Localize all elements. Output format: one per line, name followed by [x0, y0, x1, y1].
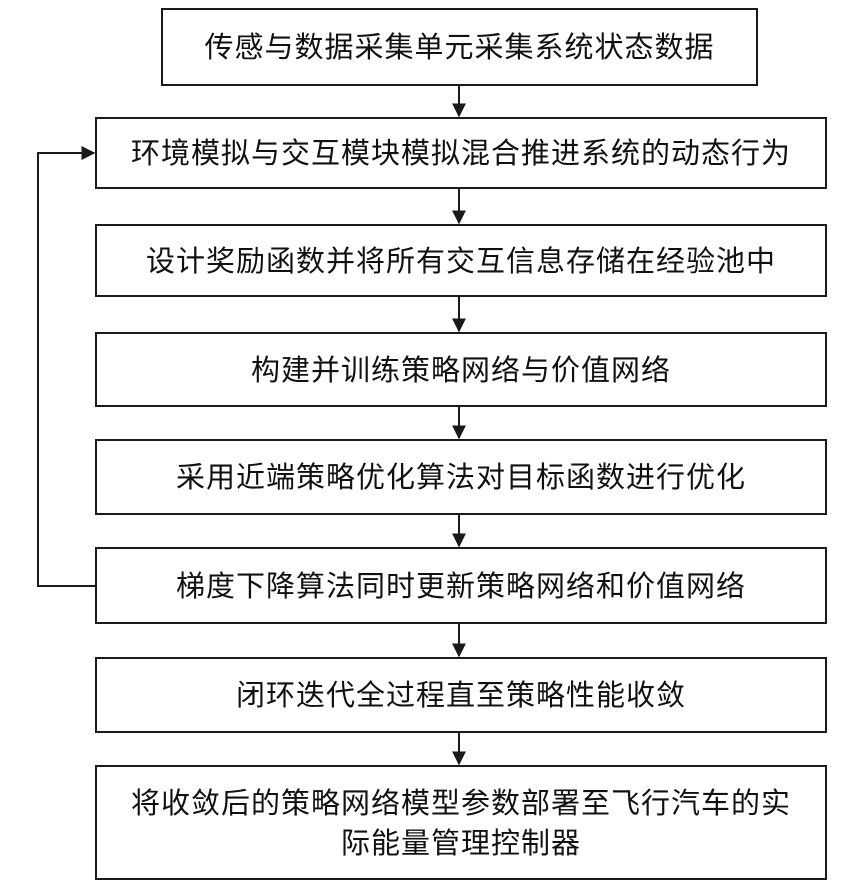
step-2-text: 环境模拟与交互模块模拟混合推进系统的动态行为	[131, 133, 791, 173]
feedback-loop-arrow	[38, 153, 95, 586]
step-4-text: 构建并训练策略网络与价值网络	[251, 350, 671, 390]
step-simulate-dynamics: 环境模拟与交互模块模拟混合推进系统的动态行为	[95, 117, 827, 189]
step-1-text: 传感与数据采集单元采集系统状态数据	[204, 27, 714, 67]
step-8-text-line2: 际能量管理控制器	[131, 823, 791, 863]
step-3-text: 设计奖励函数并将所有交互信息存储在经验池中	[146, 241, 776, 281]
step-7-text: 闭环迭代全过程直至策略性能收敛	[236, 675, 686, 715]
step-ppo-optimization: 采用近端策略优化算法对目标函数进行优化	[95, 439, 827, 515]
step-reward-experience-pool: 设计奖励函数并将所有交互信息存储在经验池中	[95, 224, 827, 297]
step-collect-state-data: 传感与数据采集单元采集系统状态数据	[161, 8, 758, 86]
step-5-text: 采用近端策略优化算法对目标函数进行优化	[176, 457, 746, 497]
step-build-networks: 构建并训练策略网络与价值网络	[95, 332, 827, 407]
step-deploy-controller: 将收敛后的策略网络模型参数部署至飞行汽车的实 际能量管理控制器	[95, 765, 827, 880]
step-8-text-line1: 将收敛后的策略网络模型参数部署至飞行汽车的实	[131, 783, 791, 823]
step-6-text: 梯度下降算法同时更新策略网络和价值网络	[176, 566, 746, 606]
step-gradient-update: 梯度下降算法同时更新策略网络和价值网络	[95, 547, 827, 624]
step-iterate-until-converge: 闭环迭代全过程直至策略性能收敛	[95, 657, 827, 733]
